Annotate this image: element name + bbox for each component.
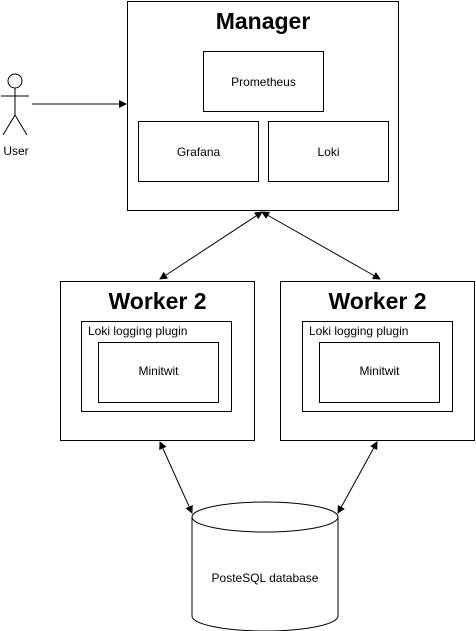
loki-node: Loki [268, 121, 389, 182]
worker-node-1: Worker 2 Loki logging plugin Minitwit [60, 281, 255, 441]
loki-plugin-container-2: Loki logging plugin Minitwit [302, 321, 453, 412]
manager-node: Manager Prometheus Grafana Loki [127, 1, 399, 211]
prometheus-label: Prometheus [231, 75, 296, 89]
worker-title-2: Worker 2 [328, 288, 427, 314]
user-label: User [3, 144, 29, 158]
loki-label: Loki [317, 145, 340, 159]
worker2-database-arrow [337, 441, 378, 514]
grafana-node: Grafana [138, 121, 259, 182]
manager-title: Manager [215, 8, 311, 34]
loki-plugin-container-1: Loki logging plugin Minitwit [81, 321, 232, 412]
minitwit-node-1: Minitwit [98, 342, 219, 403]
database-cylinder-icon [191, 501, 339, 631]
minitwit-label-1: Minitwit [138, 364, 179, 378]
prometheus-node: Prometheus [203, 51, 324, 112]
minitwit-node-2: Minitwit [319, 342, 440, 403]
worker-node-2: Worker 2 Loki logging plugin Minitwit [280, 281, 475, 441]
worker-title-1: Worker 2 [108, 288, 207, 314]
database-label: PosteSQL database [211, 571, 319, 585]
manager-worker2-arrow [261, 211, 381, 280]
minitwit-label-2: Minitwit [359, 364, 400, 378]
user-actor-icon [1, 73, 29, 136]
loki-plugin-label-1: Loki logging plugin [88, 324, 188, 338]
manager-worker1-arrow [159, 211, 263, 280]
loki-plugin-label-2: Loki logging plugin [309, 324, 409, 338]
worker1-database-arrow [159, 441, 193, 514]
grafana-label: Grafana [176, 145, 221, 159]
